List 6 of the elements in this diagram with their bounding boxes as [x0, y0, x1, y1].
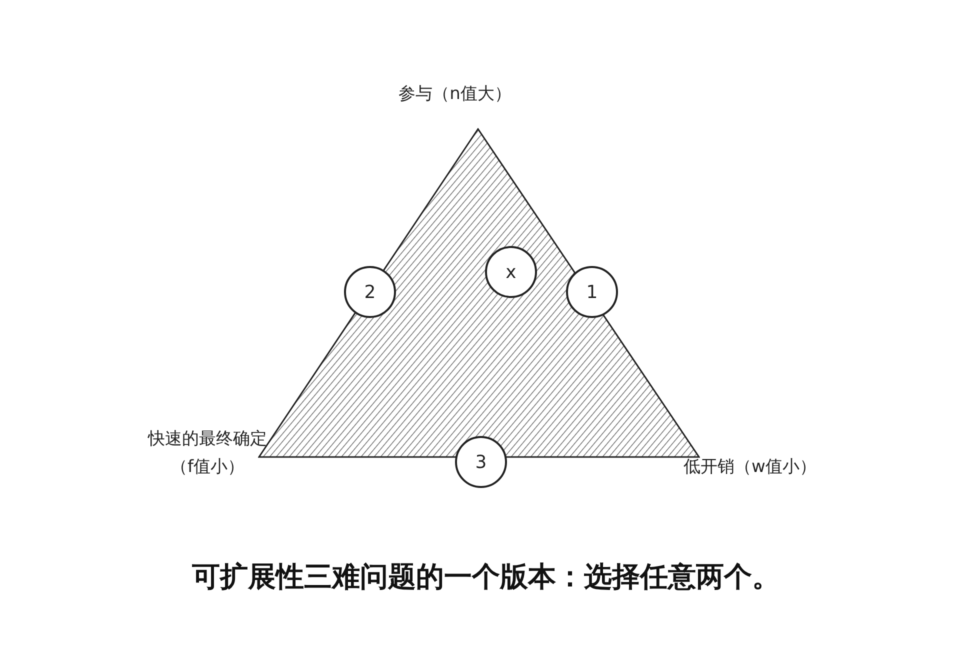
numbered-circle: 1 — [566, 266, 618, 318]
vertex-label: 快速的最终确定（f值小） — [146, 428, 268, 479]
numbered-circle: 3 — [455, 436, 507, 488]
caption: 可扩展性三难问题的一个版本：选择任意两个。 — [191, 559, 781, 595]
vertex-label: 低开销（w值小） — [682, 456, 818, 479]
vertex-label: 参与（n值大） — [398, 83, 512, 106]
